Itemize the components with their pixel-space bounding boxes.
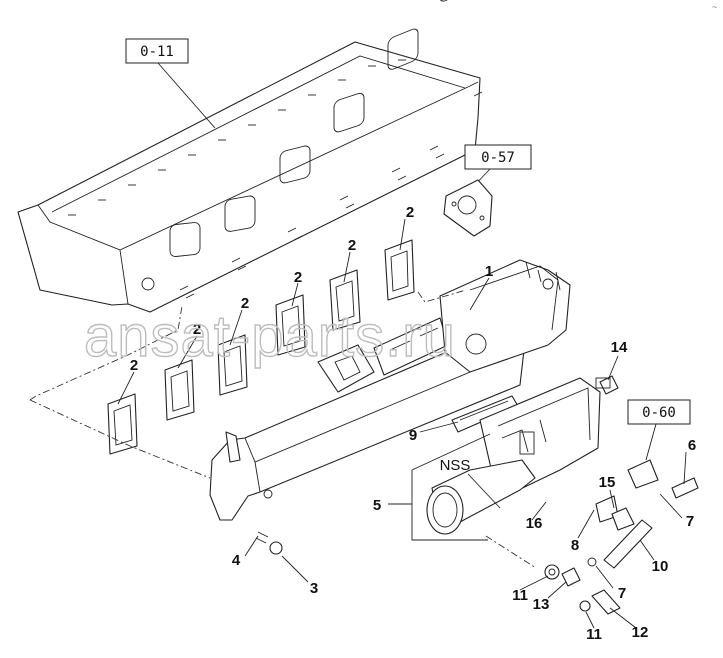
svg-text:0-60: 0-60 [642, 405, 676, 421]
callout-5: 5 [373, 497, 381, 514]
callout-6: 6 [688, 437, 696, 454]
callout-11: 11 [586, 626, 602, 643]
callout-2: 2 [406, 204, 414, 221]
nss-bracket: NSS [411, 433, 501, 541]
callout-7: 7 [618, 585, 626, 602]
ref-0-57-label: 0-57 [464, 144, 532, 191]
callout-2: 2 [130, 357, 138, 374]
cylinder-head [17, 0, 483, 313]
outlet-pipe-assembly [426, 377, 601, 535]
corner-mark: ~ [712, 2, 717, 12]
ref-0-11-label: 0-11 [125, 38, 216, 129]
callout-9: 9 [409, 427, 417, 444]
callout-labels: 1 2 2 2 2 2 2 4 3 5 6 7 8 9 10 11 12 13 … [130, 204, 696, 643]
manifold-gaskets [107, 239, 415, 455]
alignment-lines [29, 289, 537, 569]
egr-cooler-body [439, 259, 571, 373]
callout-4: 4 [232, 552, 241, 569]
callout-7: 7 [686, 513, 694, 530]
callout-8: 8 [571, 537, 579, 554]
svg-text:0-11: 0-11 [140, 44, 174, 60]
callout-2: 2 [348, 237, 356, 254]
watermark: ansat-parts.ru [84, 304, 456, 369]
callout-1: 1 [485, 263, 493, 280]
callout-2: 2 [193, 321, 201, 338]
egr-flange-gasket [443, 179, 493, 237]
callout-15: 15 [599, 474, 616, 491]
callout-16: 16 [526, 515, 543, 532]
ref-0-60-label: 0-60 [627, 399, 691, 461]
callout-11: 11 [512, 587, 528, 604]
callout-2: 2 [294, 269, 302, 286]
callout-13: 13 [533, 596, 550, 613]
leader-lines [117, 218, 687, 629]
svg-text:0-57: 0-57 [481, 150, 515, 166]
callout-2: 2 [241, 295, 249, 312]
callout-12: 12 [632, 624, 649, 641]
callout-3: 3 [310, 580, 318, 597]
exhaust-manifold [209, 317, 525, 521]
svg-text:NSS: NSS [440, 457, 471, 474]
callout-14: 14 [611, 339, 628, 356]
callout-10: 10 [652, 558, 669, 575]
